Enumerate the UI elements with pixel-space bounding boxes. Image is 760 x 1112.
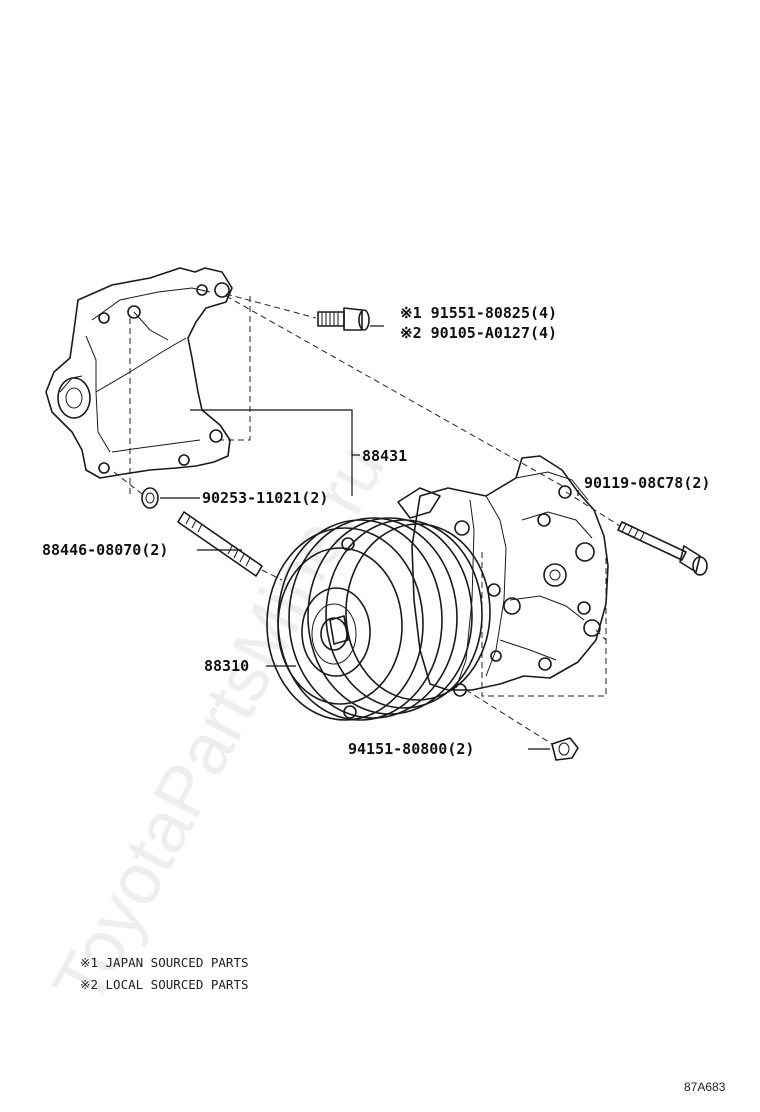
bolt-91551 xyxy=(317,307,370,331)
callout-flange-nut: 94151-80800(2) xyxy=(348,740,474,758)
bolt-90119 xyxy=(617,521,708,576)
callout-stud-bolt: 88446-08070(2) xyxy=(42,541,168,559)
leader-lines xyxy=(160,325,579,750)
note-local-sourced: ※2 LOCAL SOURCED PARTS xyxy=(80,977,249,992)
callout-bracket: 88431 xyxy=(362,447,407,465)
callout-nut: 90253-11021(2) xyxy=(202,489,328,507)
diagram-code: 87A683 xyxy=(684,1080,726,1094)
note-japan-sourced: ※1 JAPAN SOURCED PARTS xyxy=(80,955,249,970)
callout-bolt-japan: ※1 91551-80825(4) xyxy=(400,304,557,322)
stud-bolt-88446 xyxy=(177,511,263,577)
nut-90253 xyxy=(141,487,159,509)
watermark: ToyotaPartsMine.ru xyxy=(38,432,400,1017)
callout-bolt-local: ※2 90105-A0127(4) xyxy=(400,324,557,342)
callout-compressor: 88310 xyxy=(204,657,249,675)
flange-nut-94151 xyxy=(551,737,579,761)
callout-compressor-bolt: 90119-08C78(2) xyxy=(584,474,710,492)
compressor-body xyxy=(397,455,609,697)
compressor-bracket xyxy=(45,267,233,479)
assembly-lines xyxy=(113,293,621,745)
